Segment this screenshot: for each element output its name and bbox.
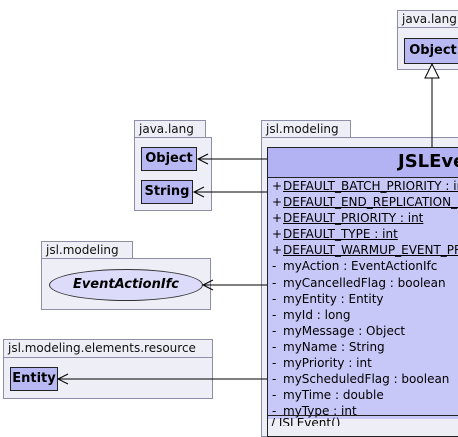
attribute-item[interactable]: +DEFAULT_WARMUP_EVENT_PRIORITY : int xyxy=(272,243,458,258)
package-label: jsl.modeling.elements.resource xyxy=(8,341,196,355)
attribute-item[interactable]: -myCancelledFlag : boolean xyxy=(272,275,446,290)
package-tab-jsl-modeling-main: jsl.modeling xyxy=(261,120,351,137)
attribute-item[interactable]: -myType : int xyxy=(272,404,357,419)
package-label: jsl.modeling xyxy=(266,122,339,136)
attribute-item[interactable]: -myMessage : Object xyxy=(272,323,406,338)
class-name: Object xyxy=(145,151,193,166)
attribute-item[interactable]: -myAction : EventActionIfc xyxy=(272,259,438,274)
package-label: java.lang xyxy=(139,122,194,136)
package-tab-java-lang-left: java.lang xyxy=(134,120,206,137)
constructor-item[interactable]: / JSLEvent() xyxy=(271,417,341,426)
attribute-item[interactable]: +DEFAULT_TYPE : int xyxy=(272,227,398,242)
operations-separator xyxy=(267,415,458,416)
attribute-item[interactable]: -myEntity : Entity xyxy=(272,291,384,306)
class-string[interactable]: String xyxy=(141,180,193,204)
association-arrow-string xyxy=(192,186,205,198)
attribute-list: +DEFAULT_BATCH_PRIORITY : int +DEFAULT_E… xyxy=(268,178,458,420)
relationship-edges xyxy=(56,62,440,385)
class-header: JSLEvent xyxy=(268,148,458,178)
attribute-item[interactable]: -myPriority : int xyxy=(272,356,372,371)
attribute-item[interactable]: +DEFAULT_BATCH_PRIORITY : int xyxy=(272,179,458,193)
package-label: jsl.modeling xyxy=(46,243,119,257)
attribute-item[interactable]: -myScheduledFlag : boolean xyxy=(272,372,450,387)
association-arrow-object xyxy=(196,153,209,165)
interface-event-action-ifc[interactable]: EventActionIfc xyxy=(49,269,203,301)
class-object-left[interactable]: Object xyxy=(141,147,197,171)
generalization-arrowhead xyxy=(424,62,440,79)
package-tab-resource: jsl.modeling.elements.resource xyxy=(3,339,213,357)
association-arrow-event-action xyxy=(201,279,214,291)
class-object-top[interactable]: Object xyxy=(404,38,458,64)
association-arrow-entity xyxy=(56,373,69,385)
class-title: JSLEvent xyxy=(398,151,458,172)
class-name: Object xyxy=(409,43,457,58)
package-tab-java-lang-top: java.lang xyxy=(397,10,458,27)
class-jsl-event[interactable]: JSLEvent +DEFAULT_BATCH_PRIORITY : int +… xyxy=(267,147,458,437)
class-name: Entity xyxy=(12,371,56,386)
attribute-item[interactable]: -myName : String xyxy=(272,339,385,354)
attribute-item[interactable]: -myId : long xyxy=(272,307,351,322)
package-tab-jsl-modeling-left: jsl.modeling xyxy=(41,241,133,258)
interface-name: EventActionIfc xyxy=(72,277,180,292)
attribute-item[interactable]: +DEFAULT_END_REPLICATION_EVENT_PRIORITY … xyxy=(272,195,458,210)
attribute-item[interactable]: +DEFAULT_PRIORITY : int xyxy=(272,211,424,226)
package-label: java.lang xyxy=(402,12,457,26)
class-name: String xyxy=(144,184,190,199)
attribute-item[interactable]: -myTime : double xyxy=(272,388,384,403)
